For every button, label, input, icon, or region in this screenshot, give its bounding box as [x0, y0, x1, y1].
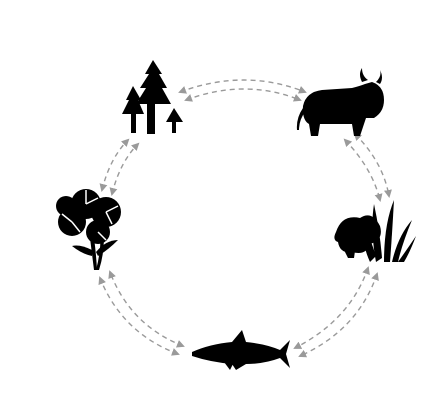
connector-fish-flowers: [100, 272, 183, 354]
cow-icon: [297, 68, 384, 136]
connector-cow-crops: [345, 134, 389, 200]
trees-icon: [122, 60, 183, 134]
fish-icon: [192, 330, 290, 370]
connector-crops-fish: [295, 268, 377, 356]
connector-trees-cow: [180, 80, 305, 100]
crops-icon: [334, 200, 416, 262]
flowers-icon: [56, 189, 121, 270]
connector-flowers-trees: [102, 140, 138, 194]
